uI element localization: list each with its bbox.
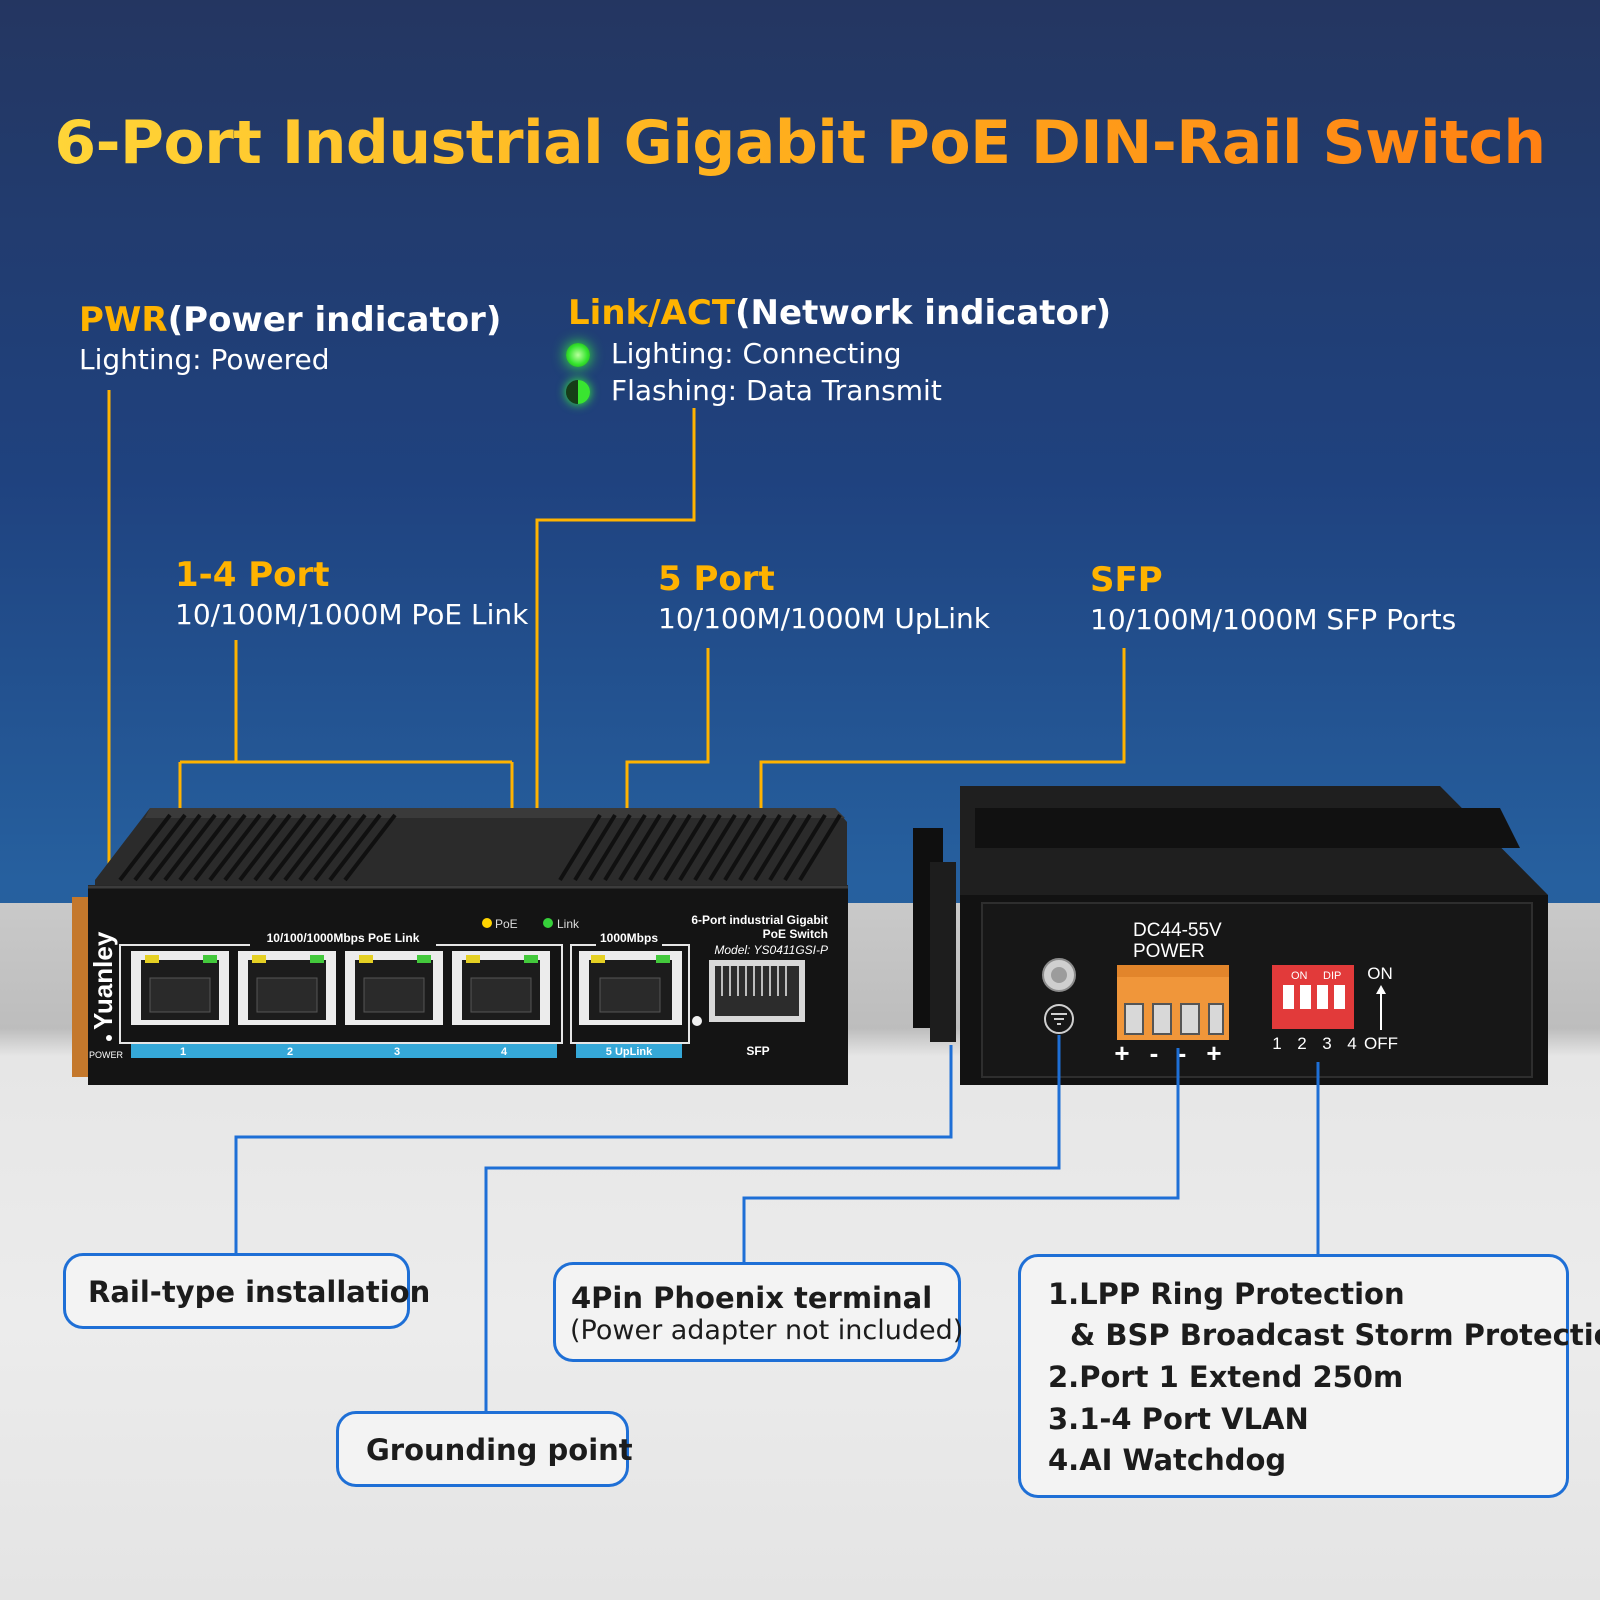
grounding-point-callout: Grounding point xyxy=(336,1411,633,1487)
grounding-leader-line xyxy=(484,1035,1061,1411)
rj45-port-3 xyxy=(345,951,443,1025)
rail-installation-callout: Rail-type installation xyxy=(63,1253,430,1329)
features-callout: 1.LPP Ring Protection & BSP Broadcast St… xyxy=(1018,1254,1600,1498)
steady-green-indicator-icon xyxy=(566,343,590,367)
ground-symbol-icon xyxy=(1044,1004,1074,1034)
phoenix-terminal xyxy=(1117,965,1229,1040)
pwr-sub: Lighting: Powered xyxy=(79,343,330,376)
port-5-sub: 10/100M/1000M UpLink xyxy=(658,602,991,635)
din-clip xyxy=(72,897,88,1077)
ports-1-4-leader-line xyxy=(178,640,514,956)
port-number-2: 2 xyxy=(287,1046,293,1058)
power-input-label: POWER xyxy=(1133,941,1205,962)
sfp-port xyxy=(709,960,805,1022)
sfp-title: SFP xyxy=(1090,560,1163,600)
link-act-title-rest: (Network indicator) xyxy=(735,293,1112,333)
dip-label: DIP xyxy=(1323,970,1341,982)
dip-on-text: ON xyxy=(1291,970,1308,982)
product-name-line1: 6-Port industrial Gigabit xyxy=(691,913,828,927)
pwr-title-rest: (Power indicator) xyxy=(167,300,502,340)
rail-installation-text: Rail-type installation xyxy=(88,1275,431,1309)
phoenix-terminal-callout: 4Pin Phoenix terminal (Power adapter not… xyxy=(553,1262,964,1362)
phoenix-terminal-sub: (Power adapter not included) xyxy=(570,1315,964,1346)
port-number-strip xyxy=(131,1044,557,1058)
heatsink-fins xyxy=(118,813,842,882)
power-voltage-label: DC44-55V xyxy=(1133,920,1222,941)
poe-link-label: 10/100/1000Mbps PoE Link xyxy=(267,931,420,945)
phoenix-terminal-title: 4Pin Phoenix terminal xyxy=(571,1281,933,1315)
sfp-port-label: SFP xyxy=(746,1044,769,1058)
port-number-1: 1 xyxy=(180,1046,186,1058)
link-act-line2: Flashing: Data Transmit xyxy=(611,374,942,407)
feature-1: 1.LPP Ring Protection xyxy=(1048,1277,1405,1311)
link-act-title-accent: Link/ACT xyxy=(568,293,736,333)
port-number-4: 4 xyxy=(501,1046,508,1058)
ports-1-4-title: 1-4 Port xyxy=(175,555,330,595)
reset-pinhole xyxy=(692,1016,702,1026)
feature-2: 2.Port 1 Extend 250m xyxy=(1048,1360,1404,1394)
legend-link-text: Link xyxy=(557,917,580,931)
terminal-sign-1: + xyxy=(1114,1038,1129,1068)
rail-leader-line xyxy=(234,1045,953,1253)
sfp-sub: 10/100M/1000M SFP Ports xyxy=(1090,603,1457,636)
dip-off-text: OFF xyxy=(1364,1034,1398,1053)
link-act-line1: Lighting: Connecting xyxy=(611,337,902,370)
dip-number-3: 3 xyxy=(1322,1034,1331,1053)
uplink-number-strip xyxy=(576,1044,682,1058)
dip-number-1: 1 xyxy=(1272,1034,1281,1053)
link-act-leader-line xyxy=(535,408,696,958)
flashing-green-indicator-icon xyxy=(566,380,590,404)
terminal-sign-2: - xyxy=(1150,1038,1159,1068)
ports-1-4-sub: 10/100M/1000M PoE Link xyxy=(175,598,529,631)
grounding-point-text: Grounding point xyxy=(366,1433,633,1467)
link-act-title: Link/ACT(Network indicator) xyxy=(568,293,1111,333)
legend-poe-text: PoE xyxy=(495,917,518,931)
terminal-sign-3: - xyxy=(1178,1038,1187,1068)
brand-logo: Yuanley xyxy=(88,931,118,1030)
pwr-title-accent: PWR xyxy=(79,300,168,340)
uplink-number-label: 5 UpLink xyxy=(606,1046,653,1058)
poe-legend-dot-icon xyxy=(482,918,492,928)
headline: 6-Port Industrial Gigabit PoE DIN-Rail S… xyxy=(0,108,1600,178)
rj45-port-2 xyxy=(238,951,336,1025)
feature-1-continued: & BSP Broadcast Storm Protection xyxy=(1070,1318,1600,1352)
phoenix-leader-line xyxy=(742,1048,1180,1262)
link-legend-dot-icon xyxy=(543,918,553,928)
product-name-line2: PoE Switch xyxy=(763,927,828,941)
front-switch-body: 10/100/1000Mbps PoE Link PoE Link xyxy=(72,808,848,1085)
rj45-port-5 xyxy=(579,951,682,1025)
blue-leader-lines xyxy=(234,1035,1320,1411)
feature-4: 4.AI Watchdog xyxy=(1048,1443,1287,1477)
power-led-label: POWER xyxy=(89,1050,124,1060)
uplink-speed-label: 1000Mbps xyxy=(600,931,658,945)
dip-switch xyxy=(1272,965,1354,1029)
power-led-icon xyxy=(106,1035,112,1041)
model-label: Model: YS0411GSI-P xyxy=(714,943,828,957)
rj45-port-4 xyxy=(452,951,550,1025)
rj45-port-1 xyxy=(131,951,229,1025)
pwr-title: PWR(Power indicator) xyxy=(79,300,501,340)
port-number-3: 3 xyxy=(394,1046,400,1058)
dip-number-2: 2 xyxy=(1297,1034,1306,1053)
port-5-title: 5 Port xyxy=(658,559,775,599)
dip-on-arrow-label: ON xyxy=(1367,964,1393,983)
feature-3: 3.1-4 Port VLAN xyxy=(1048,1402,1309,1436)
terminal-sign-4: + xyxy=(1206,1038,1221,1068)
side-switch-body: DC44-55V POWER + - - + xyxy=(913,786,1548,1085)
dip-number-4: 4 xyxy=(1347,1034,1356,1053)
